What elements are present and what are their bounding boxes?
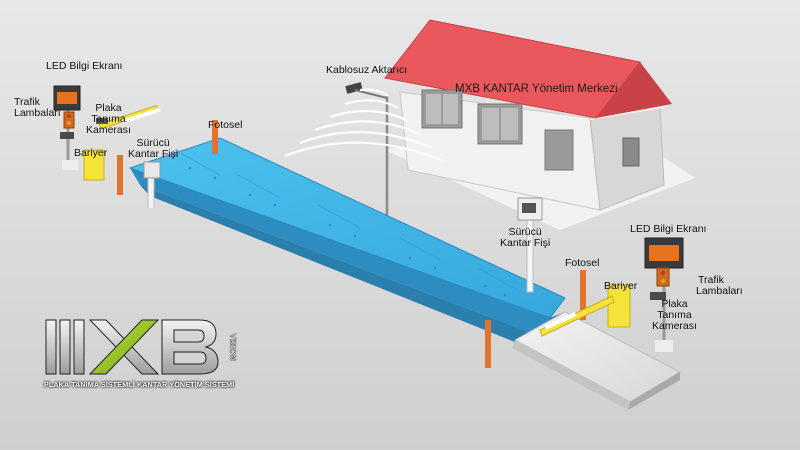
label-led-right: LED Bilgi Ekranı bbox=[630, 224, 706, 235]
label-trafik-right-line2: Lambaları bbox=[696, 286, 743, 297]
building-door bbox=[545, 130, 573, 170]
label-surucu-left: Sürücü Kantar Fişi bbox=[128, 138, 178, 160]
label-surucu-left-line2: Kantar Fişi bbox=[128, 149, 178, 160]
label-plaka-right-line3: Kamerası bbox=[652, 321, 697, 332]
label-bariyer-left: Bariyer bbox=[74, 148, 107, 159]
label-trafik-left: Trafik Lambaları bbox=[14, 97, 61, 119]
label-merkez: MXB KANTAR Yönetim Merkezi bbox=[455, 84, 618, 95]
label-fotosel-left: Fotosel bbox=[208, 120, 242, 131]
label-plaka-right: Plaka Tanıma Kamerası bbox=[652, 299, 697, 332]
label-kablosuz: Kablosuz Aktarıcı bbox=[326, 65, 407, 76]
label-fotosel-right: Fotosel bbox=[565, 258, 599, 269]
label-surucu-right-line2: Kantar Fişi bbox=[500, 238, 550, 249]
building-side-window bbox=[623, 138, 639, 166]
label-trafik-right: Trafik Lambaları bbox=[696, 275, 743, 297]
label-surucu-right: Sürücü Kantar Fişi bbox=[500, 227, 550, 249]
svg-text:VISION: VISION bbox=[228, 333, 237, 360]
logo-tagline: PLAKA TANIMA SİSTEMLİ KANTAR YÖNETİM SİS… bbox=[44, 380, 234, 389]
label-led-left: LED Bilgi Ekranı bbox=[46, 61, 122, 72]
label-plaka-left-line3: Kamerası bbox=[86, 125, 131, 136]
label-bariyer-right: Bariyer bbox=[604, 281, 637, 292]
label-trafik-left-line2: Lambaları bbox=[14, 108, 61, 119]
label-plaka-left: Plaka Tanıma Kamerası bbox=[86, 103, 131, 136]
